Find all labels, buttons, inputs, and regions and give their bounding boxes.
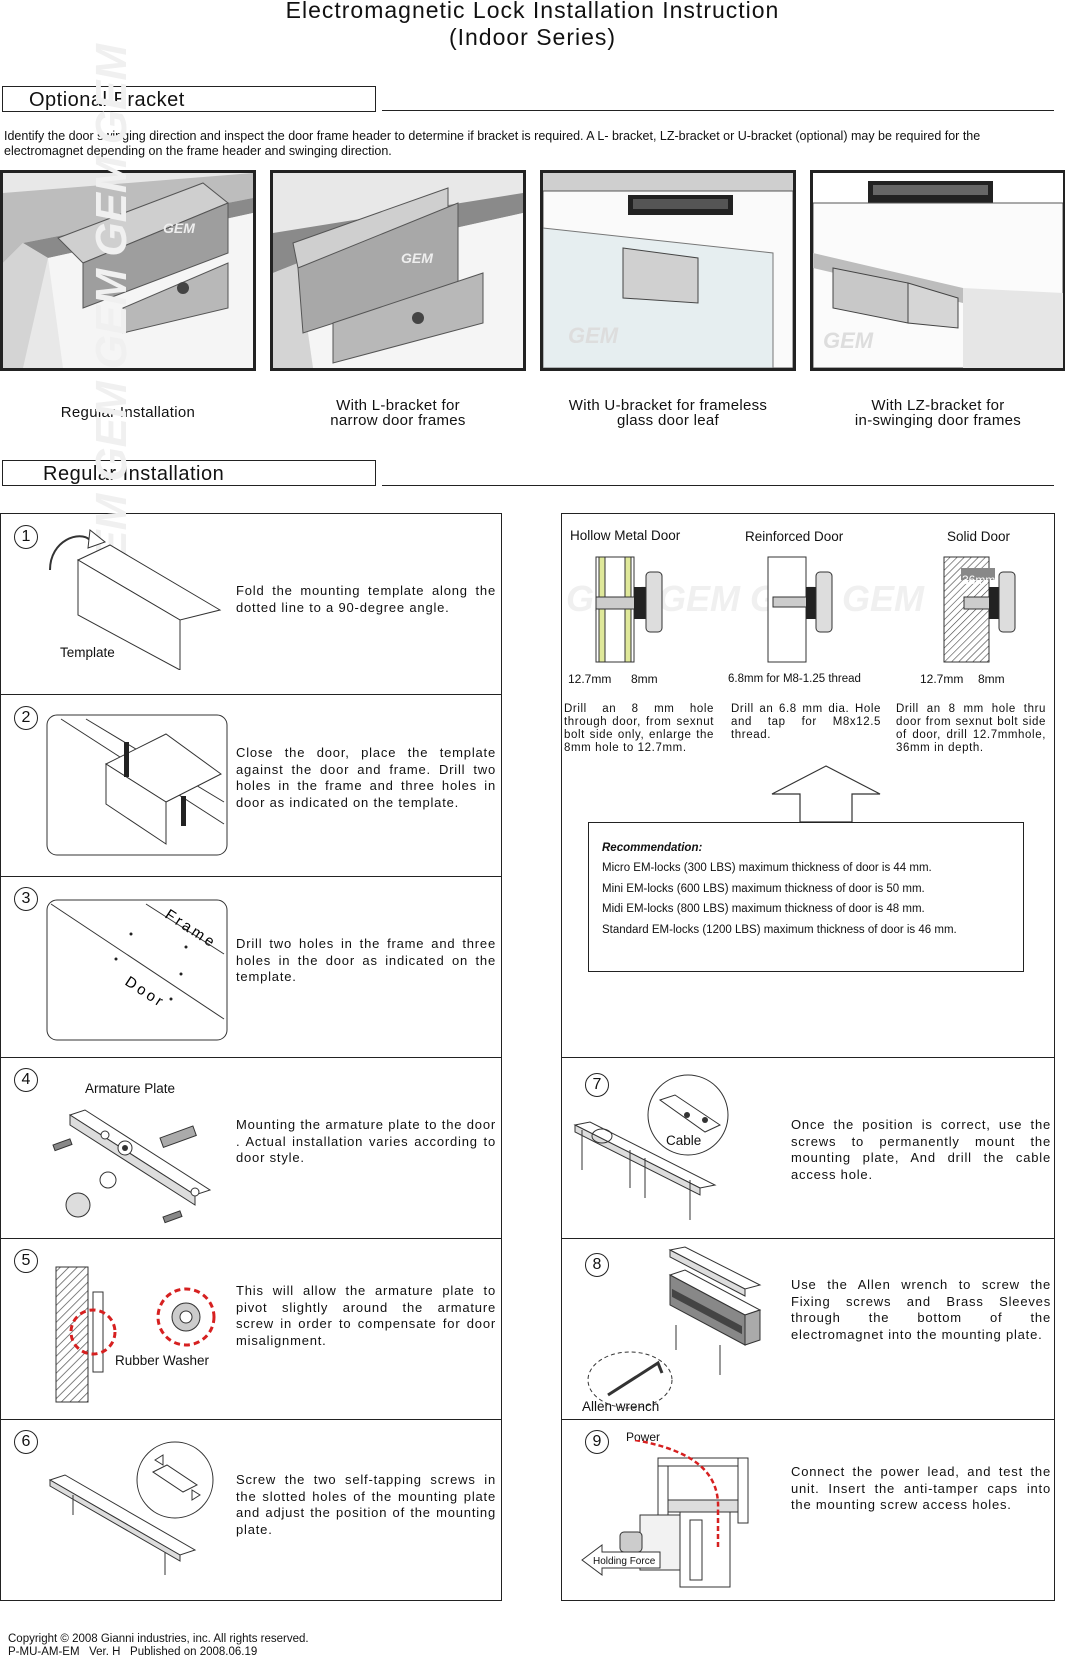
document-id: P-MU-AM-EM Ver. H Published on 2008.06.1…	[8, 1646, 258, 1658]
hollow-door-text: Drill an 8 mm hole through door, from se…	[564, 703, 714, 754]
hollow-metal-door-label: Hollow Metal Door	[570, 528, 681, 543]
step-number-6: 6	[14, 1430, 38, 1454]
step-number-9: 9	[585, 1430, 609, 1454]
step-number-2: 2	[14, 706, 38, 730]
step-number-8: 8	[585, 1253, 609, 1277]
step-6-text: Screw the two self-tapping screws in the…	[236, 1472, 496, 1537]
solid-dim-b: 8mm	[978, 672, 1005, 686]
gem-logo: GEM	[163, 220, 195, 236]
regular-installation-photo: GEM	[0, 170, 256, 371]
cable-label: Cable	[666, 1133, 702, 1148]
step-2-text: Close the door, place the template again…	[236, 745, 496, 810]
caption-l-bracket-2: narrow door frames	[330, 412, 466, 429]
template-on-door-illustration	[46, 714, 228, 856]
step-8-text: Use the Allen wrench to screw the Fixing…	[791, 1277, 1051, 1342]
up-arrow-icon	[771, 765, 881, 823]
rubber-washer-label: Rubber Washer	[115, 1353, 210, 1368]
rubber-washer-illustration	[55, 1266, 216, 1403]
step-4-text: Mounting the armature plate to the door …	[236, 1117, 496, 1165]
u-bracket-photo: GEM	[540, 170, 796, 371]
caption-u-bracket-1: With U-bracket for frameless	[568, 397, 768, 414]
recommendation-line: Midi EM-locks (800 LBS) maximum thicknes…	[602, 903, 925, 915]
svg-text:GEM: GEM	[568, 323, 619, 348]
door-section-diagrams	[595, 556, 1016, 663]
recommendation-line: Micro EM-locks (300 LBS) maximum thickne…	[602, 862, 932, 874]
step-3-text: Drill two holes in the frame and three h…	[236, 936, 496, 984]
l-bracket-photo: GEM	[270, 170, 526, 371]
section-heading-regular-installation: Regular Installation	[2, 460, 376, 486]
solid-door-label: Solid Door	[947, 529, 1011, 544]
template-fold-illustration	[49, 529, 222, 670]
drill-holes-illustration: Frame Door	[46, 899, 228, 1041]
caption-l-bracket-1: With L-bracket for	[336, 397, 460, 414]
page-title: Electromagnetic Lock Installation Instru…	[285, 0, 780, 23]
copyright-notice: Copyright © 2008 Gianni industries, inc.…	[8, 1633, 309, 1645]
step-number-1: 1	[14, 525, 38, 549]
caption-u-bracket-2: glass door leaf	[616, 412, 720, 429]
recommendation-line: Standard EM-locks (1200 LBS) maximum thi…	[602, 924, 957, 936]
allen-wrench-label: Allen wrench	[582, 1399, 660, 1414]
holding-force-label: Holding Force	[593, 1556, 656, 1567]
electromagnet-mount-illustration	[587, 1246, 762, 1409]
lz-bracket-photo: GEM	[810, 170, 1065, 371]
step-7-text: Once the position is correct, use the sc…	[791, 1117, 1051, 1182]
step-number-3: 3	[14, 887, 38, 911]
mounting-plate-adjust-illustration	[48, 1441, 214, 1575]
caption-lz-bracket-2: in-swinging door frames	[854, 412, 1022, 429]
recommendation-line: Mini EM-locks (600 LBS) maximum thicknes…	[602, 883, 925, 895]
step-number-4: 4	[14, 1068, 38, 1092]
armature-plate-illustration	[52, 1109, 212, 1224]
template-label: Template	[60, 645, 115, 660]
mounting-plate-cable-illustration	[573, 1074, 729, 1220]
hollow-dim-b: 8mm	[631, 672, 658, 686]
hollow-dim-a: 12.7mm	[568, 672, 612, 686]
reinforced-door-label: Reinforced Door	[745, 529, 844, 544]
svg-text:GEM: GEM	[823, 328, 874, 353]
step-9-text: Connect the power lead, and test the uni…	[791, 1464, 1051, 1512]
steps-right-column	[561, 1057, 1055, 1601]
step-number-7: 7	[585, 1073, 609, 1097]
intro-paragraph: Identify the door swinging direction and…	[4, 129, 981, 158]
step-5-text: This will allow the armature plate to pi…	[236, 1283, 496, 1348]
section-heading-optional-bracket: Optional Bracket	[2, 86, 376, 112]
recommendation-title: Recommendation:	[602, 842, 703, 854]
step-number-5: 5	[14, 1249, 38, 1273]
caption-regular: Regular Installation	[60, 404, 196, 421]
solid-door-text: Drill an 8 mm hole thru door from sexnut…	[896, 703, 1046, 754]
svg-text:GEM: GEM	[401, 250, 433, 266]
caption-lz-bracket-1: With LZ-bracket for	[871, 397, 1005, 414]
power-label: Power	[626, 1430, 661, 1444]
power-connection-illustration	[581, 1440, 749, 1588]
armature-plate-label: Armature Plate	[85, 1081, 176, 1096]
reinforced-dim: 6.8mm for M8-1.25 thread	[728, 673, 861, 685]
recommendation-box	[588, 822, 1024, 972]
solid-dim-a: 12.7mm	[920, 672, 964, 686]
page-subtitle: (Indoor Series)	[448, 24, 617, 50]
reinforced-door-text: Drill an 6.8 mm dia. Hole and tap for M8…	[731, 703, 881, 741]
step-1-text: Fold the mounting template along the dot…	[236, 583, 496, 615]
section-rule	[382, 485, 1054, 486]
solid-door-depth: 36mm	[962, 573, 996, 587]
section-rule	[382, 110, 1054, 111]
